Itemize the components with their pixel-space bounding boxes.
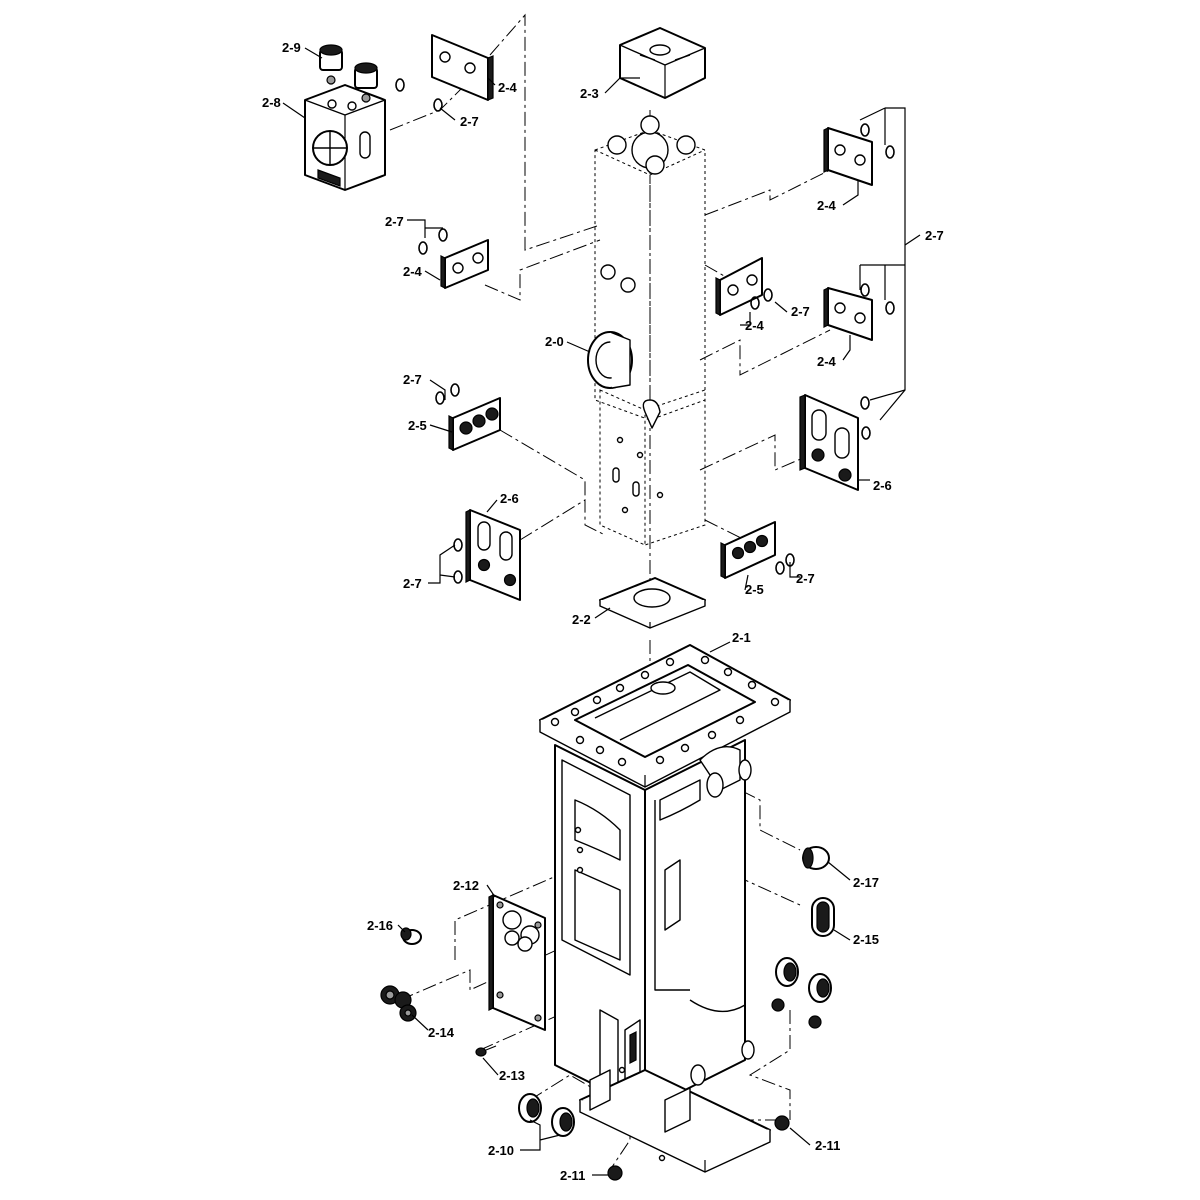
label-2-16: 2-16: [367, 918, 393, 933]
part-2-7-orings: [395, 78, 895, 584]
label-2-9: 2-9: [282, 40, 301, 55]
label-2-7-left3: 2-7: [403, 576, 422, 591]
part-2-5-plate-left: [448, 397, 501, 451]
part-2-10-seals: [518, 957, 832, 1137]
label-2-4-left: 2-4: [403, 264, 423, 279]
part-2-4-plate-right-top: [823, 127, 873, 186]
part-2-16-plug: [400, 927, 422, 945]
label-2-7-top: 2-7: [460, 114, 479, 129]
label-2-0: 2-0: [545, 334, 564, 349]
label-2-14: 2-14: [428, 1025, 455, 1040]
label-2-10: 2-10: [488, 1143, 514, 1158]
part-2-8-block: [304, 84, 386, 191]
label-2-5-left: 2-5: [408, 418, 427, 433]
part-2-6-plate-right: [799, 394, 859, 491]
part-2-4-plate-top: [431, 34, 494, 101]
part-2-15-slot-cover: [811, 897, 835, 937]
part-2-0-body: [587, 115, 706, 546]
part-2-3-cap: [619, 27, 706, 99]
part-2-5-plate-right: [720, 521, 776, 579]
label-2-6-left: 2-6: [500, 491, 519, 506]
part-2-12-cover: [488, 894, 546, 1031]
label-2-7-right: 2-7: [925, 228, 944, 243]
label-2-4-right-top: 2-4: [817, 198, 837, 213]
label-2-2: 2-2: [572, 612, 591, 627]
part-2-13-screw: [475, 1045, 497, 1057]
part-2-14-fittings: [380, 985, 417, 1022]
label-2-4-top: 2-4: [498, 80, 518, 95]
label-2-8: 2-8: [262, 95, 281, 110]
label-2-1: 2-1: [732, 630, 751, 645]
label-2-11-bottom: 2-11: [560, 1168, 585, 1183]
label-2-13: 2-13: [499, 1068, 525, 1083]
part-2-1-frame: [539, 644, 791, 1173]
label-2-4-right-mid: 2-4: [817, 354, 837, 369]
label-2-7-left2: 2-7: [403, 372, 422, 387]
part-2-2-gasket: [599, 577, 706, 629]
label-2-5-right: 2-5: [745, 582, 764, 597]
label-2-11-right: 2-11: [815, 1138, 840, 1153]
part-2-11-nuts: [607, 998, 822, 1181]
callout-labels: 2-9 2-8 2-4 2-7 2-3 2-4 2-7 2-7 2-4 2-4 …: [262, 40, 944, 1183]
flange-bolt-holes: [550, 655, 780, 767]
label-2-12: 2-12: [453, 878, 479, 893]
label-2-7-bottom: 2-7: [796, 571, 815, 586]
label-2-15: 2-15: [853, 932, 879, 947]
label-2-3: 2-3: [580, 86, 599, 101]
part-2-4-plate-left: [440, 239, 489, 289]
label-2-17: 2-17: [853, 875, 879, 890]
label-2-4-mid: 2-4: [745, 318, 765, 333]
label-2-7-left: 2-7: [385, 214, 404, 229]
leader-lines: [282, 47, 921, 1176]
part-2-17-plug: [802, 846, 830, 870]
label-2-6-right: 2-6: [873, 478, 892, 493]
part-2-4-plate-mid: [715, 257, 763, 316]
part-2-9-plugs: [319, 44, 378, 103]
part-2-6-plate-left: [465, 509, 521, 601]
part-2-4-plate-right-mid: [823, 287, 873, 341]
label-2-7-mid: 2-7: [791, 304, 810, 319]
